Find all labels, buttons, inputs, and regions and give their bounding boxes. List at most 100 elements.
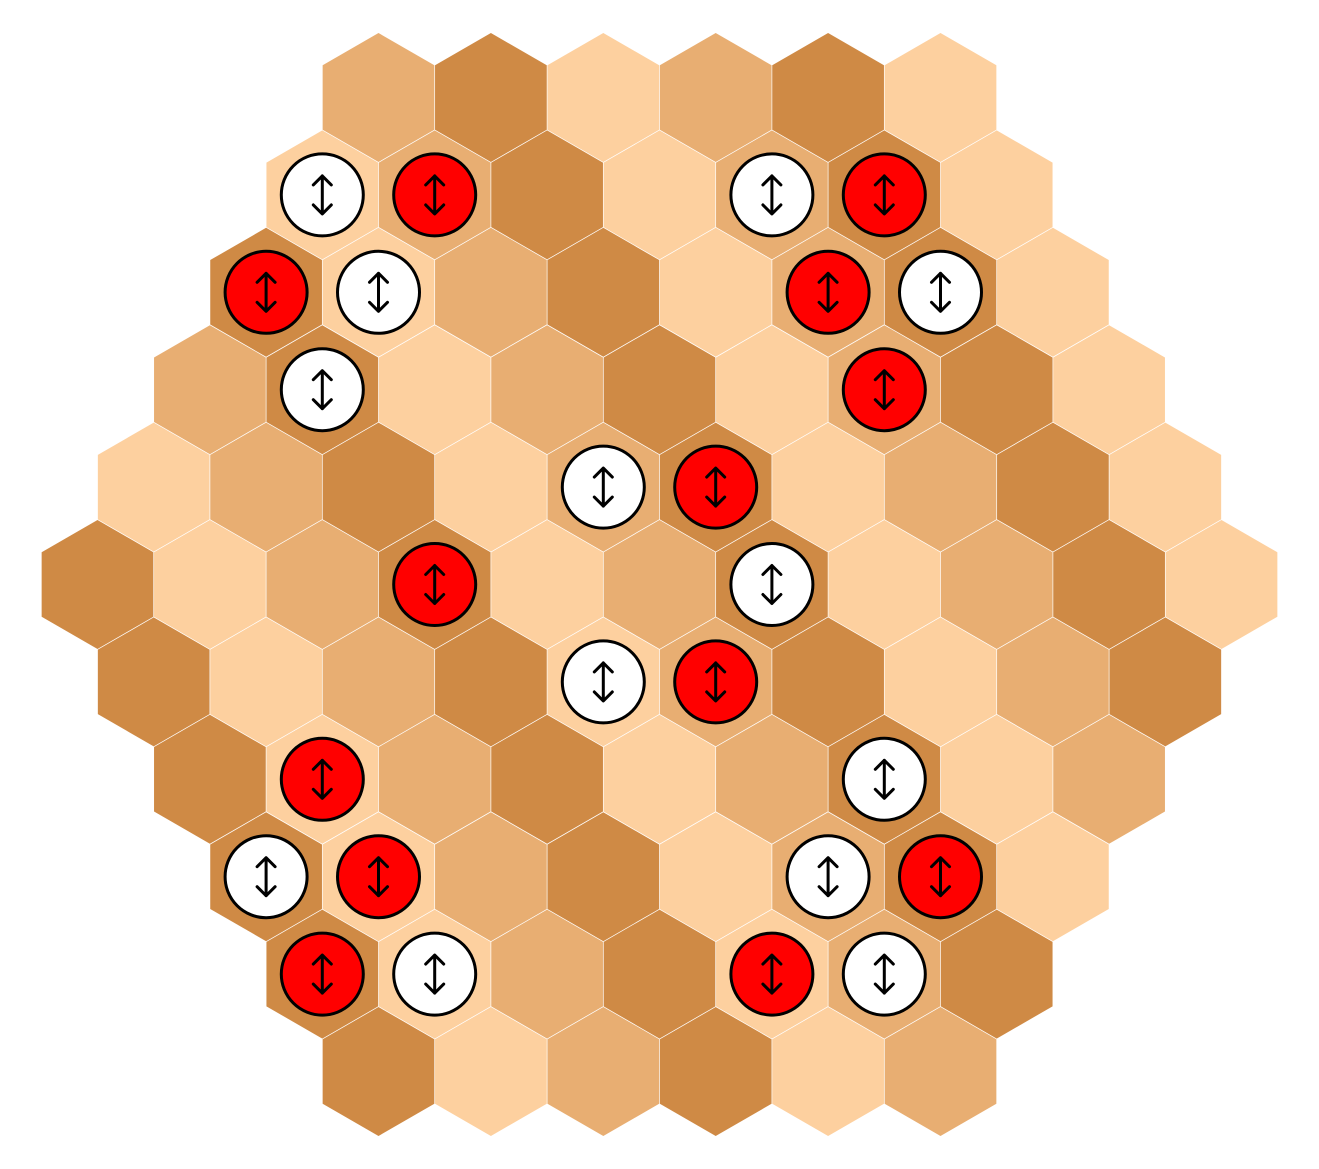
white-piece[interactable] bbox=[560, 444, 646, 530]
board-cell[interactable] bbox=[884, 617, 997, 747]
white-piece[interactable] bbox=[729, 542, 815, 627]
board-cell[interactable] bbox=[716, 714, 828, 844]
board-cell[interactable] bbox=[772, 1007, 884, 1136]
board-cell[interactable] bbox=[603, 130, 716, 260]
board-cell[interactable] bbox=[997, 617, 1109, 747]
board-cell[interactable] bbox=[435, 227, 547, 357]
board-cell[interactable] bbox=[884, 422, 997, 552]
white-piece[interactable] bbox=[392, 931, 478, 1017]
board-cell[interactable] bbox=[1109, 422, 1222, 552]
up-down-arrow-icon bbox=[311, 369, 333, 411]
board-cell[interactable] bbox=[659, 227, 772, 357]
red-piece[interactable] bbox=[841, 152, 927, 238]
board-cell[interactable] bbox=[154, 520, 266, 649]
red-piece[interactable] bbox=[279, 931, 365, 1017]
white-piece[interactable] bbox=[560, 639, 646, 725]
board-cell[interactable] bbox=[940, 325, 1053, 455]
board-cell[interactable] bbox=[322, 617, 435, 747]
white-piece[interactable] bbox=[223, 834, 309, 920]
up-down-arrow-icon bbox=[255, 271, 277, 313]
white-piece[interactable] bbox=[336, 249, 421, 335]
white-piece[interactable] bbox=[841, 736, 927, 822]
board-cell[interactable] bbox=[210, 617, 322, 747]
board-cell[interactable] bbox=[547, 812, 660, 942]
white-piece[interactable] bbox=[279, 152, 365, 238]
board-cell[interactable] bbox=[603, 325, 716, 455]
board-cell[interactable] bbox=[491, 714, 603, 844]
board-cell[interactable] bbox=[997, 227, 1109, 357]
white-piece[interactable] bbox=[785, 834, 871, 920]
white-piece[interactable] bbox=[279, 347, 365, 433]
board-cell[interactable] bbox=[659, 33, 772, 162]
red-piece[interactable] bbox=[673, 639, 759, 725]
board-cell[interactable] bbox=[322, 422, 435, 552]
board-cell[interactable] bbox=[97, 617, 210, 747]
red-piece[interactable] bbox=[898, 834, 983, 920]
red-piece[interactable] bbox=[785, 249, 871, 335]
board-cell[interactable] bbox=[603, 909, 716, 1039]
board-cell[interactable] bbox=[659, 812, 772, 942]
board-pieces bbox=[223, 152, 983, 1017]
board-cell[interactable] bbox=[884, 1007, 997, 1136]
up-down-arrow-icon bbox=[311, 953, 333, 995]
board-cell[interactable] bbox=[435, 33, 547, 162]
board-cell[interactable] bbox=[322, 33, 435, 162]
board-cell[interactable] bbox=[940, 909, 1053, 1039]
board-cell[interactable] bbox=[997, 812, 1109, 942]
board-cell[interactable] bbox=[435, 812, 547, 942]
board-cell[interactable] bbox=[659, 1007, 772, 1136]
board-cell[interactable] bbox=[884, 33, 997, 162]
board-cell[interactable] bbox=[491, 130, 603, 260]
board-cell[interactable] bbox=[378, 714, 491, 844]
board-cell[interactable] bbox=[940, 130, 1053, 260]
board-cell[interactable] bbox=[772, 617, 884, 747]
board-cell[interactable] bbox=[828, 520, 941, 649]
up-down-arrow-icon bbox=[592, 661, 614, 703]
board-cell[interactable] bbox=[547, 1007, 660, 1136]
board-cell[interactable] bbox=[1109, 617, 1222, 747]
board-cell[interactable] bbox=[1053, 714, 1165, 844]
board-cells bbox=[41, 33, 1278, 1136]
board-cell[interactable] bbox=[210, 422, 322, 552]
up-down-arrow-icon bbox=[255, 856, 277, 898]
board-cell[interactable] bbox=[435, 617, 547, 747]
board-cell[interactable] bbox=[1053, 520, 1165, 649]
red-piece[interactable] bbox=[392, 152, 478, 238]
board-cell[interactable] bbox=[603, 520, 716, 649]
board-cell[interactable] bbox=[491, 325, 603, 455]
white-piece[interactable] bbox=[841, 931, 927, 1017]
white-piece[interactable] bbox=[898, 249, 983, 335]
board-cell[interactable] bbox=[435, 1007, 547, 1136]
board-cell[interactable] bbox=[491, 520, 603, 649]
board-cell[interactable] bbox=[154, 325, 266, 455]
board-cell[interactable] bbox=[547, 33, 660, 162]
board-cell[interactable] bbox=[940, 714, 1053, 844]
up-down-arrow-icon bbox=[592, 466, 614, 508]
board-cell[interactable] bbox=[940, 520, 1053, 649]
board-cell[interactable] bbox=[435, 422, 547, 552]
red-piece[interactable] bbox=[729, 931, 815, 1017]
board-cell[interactable] bbox=[491, 909, 603, 1039]
board-cell[interactable] bbox=[716, 325, 828, 455]
board-cell[interactable] bbox=[1165, 520, 1278, 649]
board-cell[interactable] bbox=[97, 422, 210, 552]
red-piece[interactable] bbox=[673, 444, 759, 530]
board-cell[interactable] bbox=[772, 33, 884, 162]
board-cell[interactable] bbox=[772, 422, 884, 552]
board-cell[interactable] bbox=[1053, 325, 1165, 455]
board-cell[interactable] bbox=[547, 227, 660, 357]
board-cell[interactable] bbox=[154, 714, 266, 844]
board-cell[interactable] bbox=[266, 520, 379, 649]
board-cell[interactable] bbox=[322, 1007, 435, 1136]
red-piece[interactable] bbox=[336, 834, 421, 920]
red-piece[interactable] bbox=[392, 542, 478, 627]
white-piece[interactable] bbox=[729, 152, 815, 238]
red-piece[interactable] bbox=[279, 736, 365, 822]
board-cell[interactable] bbox=[41, 520, 154, 649]
red-piece[interactable] bbox=[841, 347, 927, 433]
board-cell[interactable] bbox=[603, 714, 716, 844]
board-cell[interactable] bbox=[378, 325, 491, 455]
red-piece[interactable] bbox=[223, 249, 309, 335]
board-cell[interactable] bbox=[997, 422, 1109, 552]
